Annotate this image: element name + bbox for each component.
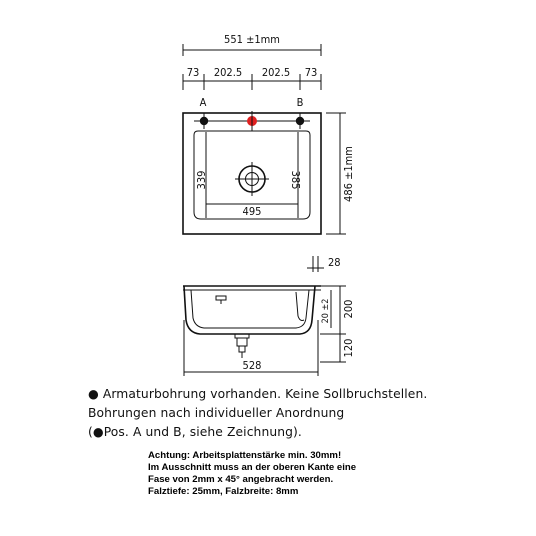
dim-overall-depth: 486 ±1mm — [342, 146, 355, 202]
warning-line-4: Falztiefe: 25mm, Falzbreite: 8mm — [148, 486, 299, 497]
dim-inner-depth-left: 339 — [195, 171, 208, 190]
technical-drawing: 551 ±1mm 73 202.5 202.5 73 A B — [182, 33, 355, 376]
warning-line-1: Achtung: Arbeitsplattenstärke min. 30mm! — [148, 450, 342, 461]
faucet-hole-a — [199, 113, 209, 129]
faucet-hole-b — [295, 113, 305, 129]
dim-section-height: 200 — [342, 300, 355, 319]
basin-profile — [183, 285, 316, 335]
warning-line-2: Im Ausschnitt muss an der oberen Kante e… — [148, 462, 357, 473]
dim-drain-height: 120 — [342, 339, 355, 358]
dim-segment-1: 73 — [187, 66, 200, 79]
drain-outlet — [235, 162, 269, 196]
overflow — [215, 295, 227, 301]
dim-segment-2: 202.5 — [214, 66, 242, 79]
installation-notes: ● Armaturbohrung vorhanden. Keine Sollbr… — [88, 385, 528, 442]
drain-pipe — [234, 333, 250, 358]
dim-segment-4: 73 — [305, 66, 318, 79]
warning-line-3: Fase von 2mm x 45° angebracht werden. — [148, 474, 334, 485]
note-line-3: (●Pos. A und B, siehe Zeichnung). — [88, 425, 302, 439]
note-line-2: Bohrungen nach individueller Anordnung — [88, 406, 345, 420]
faucet-hole-center — [247, 111, 257, 131]
worktop-warning: Achtung: Arbeitsplattenstärke min. 30mm!… — [148, 450, 528, 498]
note-line-1: ● Armaturbohrung vorhanden. Keine Sollbr… — [88, 387, 428, 401]
dim-segment-3: 202.5 — [262, 66, 290, 79]
top-view: 551 ±1mm 73 202.5 202.5 73 A B — [182, 33, 355, 235]
position-a-label: A — [200, 96, 207, 109]
dim-section-width: 528 — [243, 359, 262, 372]
section-view: 28 20 ±2 200 120 528 — [183, 256, 355, 376]
dim-inner-width: 495 — [243, 205, 262, 218]
dim-thickness: 28 — [328, 256, 341, 269]
dim-inner-depth-right: 385 — [289, 171, 302, 190]
position-b-label: B — [297, 96, 304, 109]
dim-fold-depth: 20 ±2 — [321, 299, 331, 324]
sink-bowl-outline — [193, 130, 311, 220]
dim-overall-width: 551 ±1mm — [224, 33, 280, 46]
